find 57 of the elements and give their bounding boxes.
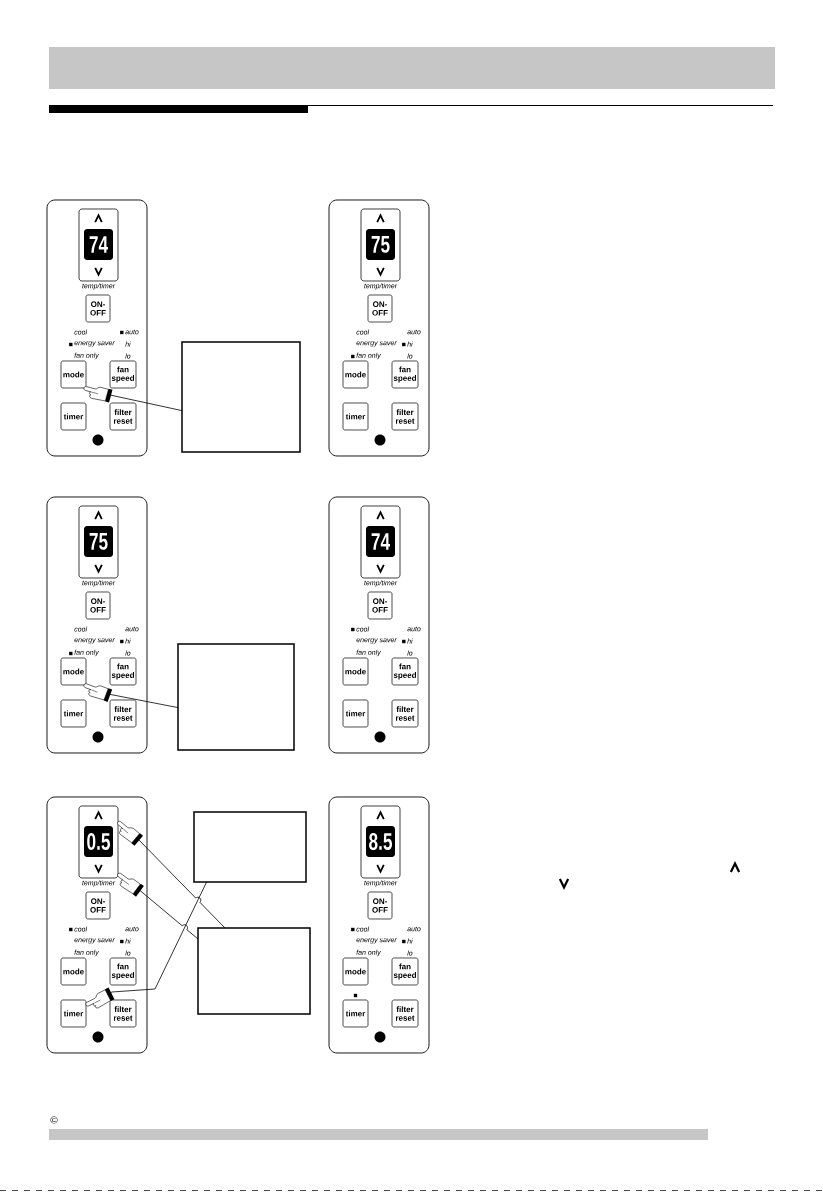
display-panel [360,505,401,579]
display-panel [78,805,119,879]
remote-button: filter reset [391,699,419,728]
remote-button: timer [60,402,87,431]
remote-button: ON- OFF [367,891,393,920]
remote-button: fan speed [391,957,419,986]
remote-button: ON- OFF [367,294,393,323]
remote-button: timer [342,999,369,1028]
led-display: 0.5 [84,826,113,857]
remote-button: timer [342,699,369,728]
remote-button: fan speed [391,657,419,686]
remote-button: fan speed [109,360,137,389]
remote-button: timer [60,999,87,1028]
remote-button: mode [342,957,369,986]
led-display: 8.5 [366,826,395,857]
display-panel [78,208,119,282]
remote-button: mode [342,360,369,389]
remote-body [46,496,148,754]
remote-button: mode [342,657,369,686]
led-display: 74 [84,229,113,260]
leader-line [85,881,207,1009]
display-panel [360,805,401,879]
remote-button: ON- OFF [85,591,111,620]
remote-button: filter reset [109,999,137,1028]
remote-body [328,796,430,1054]
leader-line [117,872,199,940]
copyright-mark: © [50,1116,58,1124]
remote-button: mode [60,957,87,986]
remote-body [328,496,430,754]
remote-button: ON- OFF [85,294,111,323]
remote-button: timer [342,402,369,431]
remote-button: timer [60,699,87,728]
led-display: 75 [84,526,113,557]
remote-button: mode [60,360,87,389]
leader-line [83,683,179,708]
led-display: 75 [366,229,395,260]
display-panel [78,505,119,579]
leader-line [117,820,226,929]
remote-button: fan speed [391,360,419,389]
callout-box [193,811,307,883]
remote-button: ON- OFF [367,591,393,620]
callout-box [177,643,295,751]
remote-body [46,199,148,457]
led-display: 74 [366,526,395,557]
remote-button: fan speed [109,957,137,986]
remote-body [328,199,430,457]
display-panel [360,208,401,282]
callout-box [197,927,311,1015]
remote-button: filter reset [109,402,137,431]
remote-button: fan speed [109,657,137,686]
remote-button: ON- OFF [85,891,111,920]
leader-line [83,386,183,412]
remote-button: mode [60,657,87,686]
callout-box [181,341,301,453]
remote-button: filter reset [391,999,419,1028]
remote-button: filter reset [109,699,137,728]
remote-button: filter reset [391,402,419,431]
